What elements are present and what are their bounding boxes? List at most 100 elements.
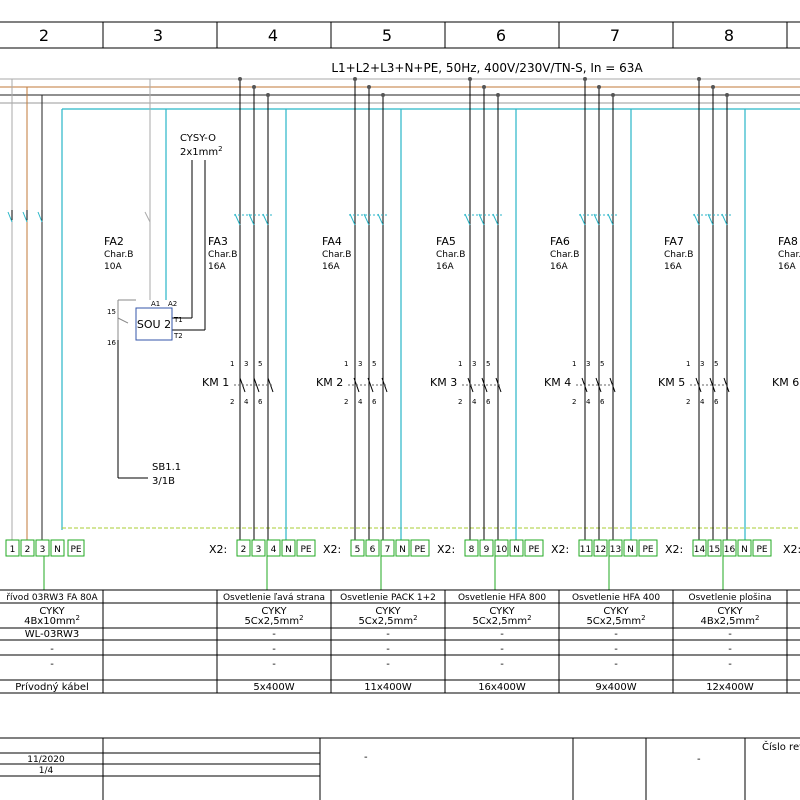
contact-number: 4 [700, 398, 705, 406]
table-cell: Osvetlenie HFA 800 [458, 593, 546, 603]
terminal [707, 539, 722, 557]
table-cell: - [272, 659, 276, 670]
terminal [410, 539, 430, 557]
contact-number: 4 [244, 398, 249, 406]
circuit-wires-3 [468, 77, 517, 540]
breaker-id: FA5 [436, 235, 456, 248]
terminal-number: 9 [484, 545, 490, 555]
table-cell-sup: 2 [299, 614, 303, 622]
table-cell: - [500, 659, 504, 670]
table-cell: - [728, 644, 732, 655]
table-cell: - [50, 659, 54, 670]
contact-number: 1 [458, 360, 462, 368]
terminal-prefix: X2: [551, 543, 569, 556]
terminal-number: 4 [271, 545, 277, 555]
cable-size-sup: 2 [218, 145, 222, 153]
table-cell: CYKY [375, 606, 401, 617]
contact-switch [595, 377, 602, 393]
table-cell: - [614, 629, 618, 640]
relay-label: SOU 2 [137, 318, 171, 331]
terminal [752, 539, 772, 557]
table-cell-sup: 2 [755, 614, 759, 622]
terminal-number: N [399, 545, 406, 555]
breaker-char: Char.B [664, 250, 693, 260]
junction-dot [238, 77, 242, 81]
terminal-prefix: X2: [323, 543, 341, 556]
revision-label: Číslo rev [762, 740, 800, 753]
relay-pin-16: 16 [107, 339, 116, 347]
terminal-number: N [513, 545, 520, 555]
pole-switch [262, 213, 269, 226]
terminal [251, 539, 266, 557]
table-cell: - [50, 644, 54, 655]
contact-switch [253, 377, 260, 393]
junction-dot [381, 93, 385, 97]
table-cell-text: 5Cx2,5mm [472, 616, 527, 627]
table-cell: CYKY [717, 606, 743, 617]
terminal [692, 539, 707, 557]
breaker-id: FA3 [208, 235, 228, 248]
terminal-number: PE [756, 545, 767, 555]
contact-number: 1 [572, 360, 576, 368]
circuit-wires-5 [697, 77, 746, 540]
pole-switch [492, 213, 499, 226]
terminal-number: PE [300, 545, 311, 555]
table-cell: CYKY [489, 606, 515, 617]
contact-number: 5 [486, 360, 490, 368]
contact-number: 4 [586, 398, 591, 406]
table-cell: 9x400W [595, 682, 636, 693]
pole-switch [593, 213, 600, 226]
terminal [593, 539, 608, 557]
cable-name: CYSY-O [180, 133, 216, 144]
contact-number: 6 [372, 398, 377, 406]
contact-number: 2 [458, 398, 462, 406]
terminal-number: 10 [496, 545, 508, 555]
pole-switch [707, 213, 714, 226]
contactor-label: KM 5 [658, 376, 685, 389]
column-header: 2 3 4 5 6 7 8 [0, 21, 800, 49]
table-cell: - [500, 629, 504, 640]
contact-number: 3 [472, 360, 476, 368]
terminal [50, 539, 65, 557]
terminal-number: 16 [724, 545, 736, 555]
contact-number: 5 [600, 360, 604, 368]
supply-label: L1+L2+L3+N+PE, 50Hz, 400V/230V/TN-S, In … [331, 61, 643, 75]
table-cell: - [614, 644, 618, 655]
terminal-number: 7 [385, 545, 391, 555]
contact-number: 2 [230, 398, 234, 406]
contact-number: 5 [258, 360, 262, 368]
contact-switch [367, 377, 374, 393]
terminal-number: N [627, 545, 634, 555]
table-cell-text: 5Cx2,5mm [244, 616, 299, 627]
breaker-id: FA2 [104, 235, 124, 248]
column-number: 6 [496, 26, 506, 45]
contactor-label: KM 3 [430, 376, 457, 389]
terminal-number: N [54, 545, 61, 555]
terminal-number: 1 [10, 545, 16, 555]
table-cell-sup: 2 [527, 614, 531, 622]
terminal [623, 539, 638, 557]
table-cell-sup: 2 [75, 614, 79, 622]
column-number: 2 [39, 26, 49, 45]
breaker-rating: 10A [104, 262, 122, 272]
junction-dot [482, 85, 486, 89]
table-cell: CYKY [39, 606, 65, 617]
column-number: 3 [153, 26, 163, 45]
terminal [737, 539, 752, 557]
terminal [20, 539, 35, 557]
terminal-prefix: X2: [665, 543, 683, 556]
table-cell-text: 4Bx2,5mm [701, 616, 756, 627]
table-cell: CYKY [603, 606, 629, 617]
contact-number: 2 [686, 398, 690, 406]
relay-pin-a1: A1 [151, 300, 160, 308]
contact-number: 5 [714, 360, 718, 368]
contact-switch [709, 377, 716, 393]
circuit-wires-1 [238, 77, 287, 540]
table-cell: 16x400W [478, 682, 526, 693]
contact-number: 5 [372, 360, 376, 368]
contactor-label: KM 1 [202, 376, 229, 389]
